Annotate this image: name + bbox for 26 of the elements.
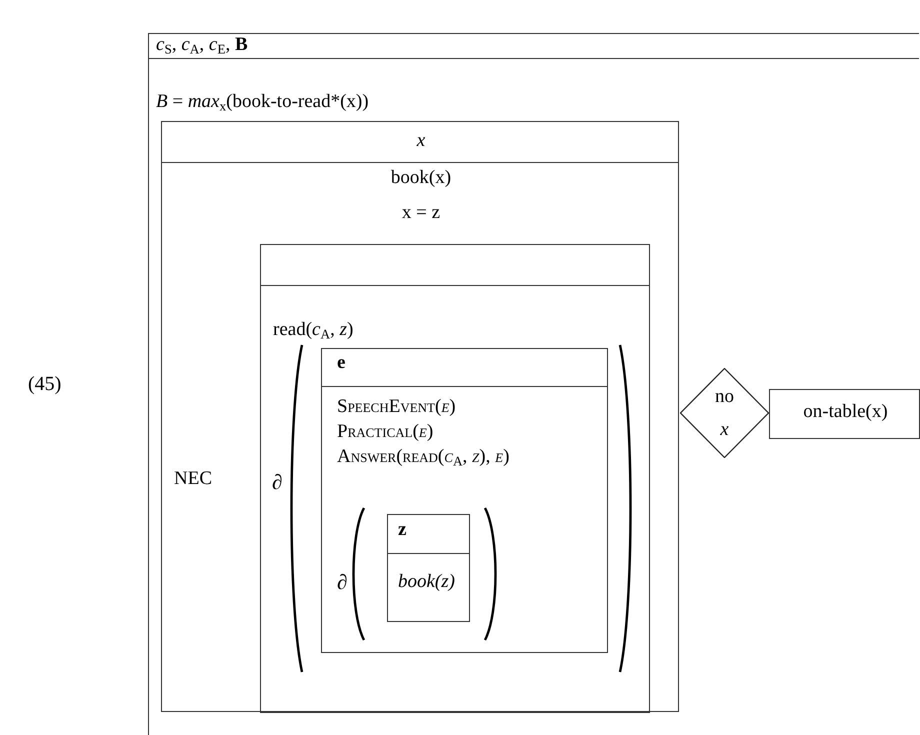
formula-text: B = max$_{x}$(book-to-read*(x)) [156, 91, 370, 114]
formula-text: x = z [400, 202, 442, 225]
drs-box [321, 348, 608, 653]
operator-text: NEC [174, 468, 212, 491]
drs-box [260, 244, 650, 713]
operator-text: ∂ [272, 470, 282, 496]
drs-box [769, 389, 920, 439]
formula-text: book(z) [398, 571, 456, 594]
diamond-node [680, 368, 769, 458]
formula-text: no [714, 386, 735, 409]
formula-text: Practical(e) [337, 421, 434, 444]
header-text: x [416, 130, 426, 153]
drs-box [161, 121, 679, 712]
header-text: read(c$_{A}$, z) [273, 319, 354, 342]
formula-text: on-table(x) [802, 401, 889, 424]
header-text: z [398, 519, 408, 542]
formula-text: x [719, 419, 730, 442]
drs-box [387, 514, 470, 622]
header-text: e [337, 352, 346, 375]
formula-text: SpeechEvent(e) [337, 396, 457, 419]
formula-text: c$_{S}$, c$_{A}$, c$_{E}$, B [156, 34, 249, 58]
drs-box [148, 33, 919, 735]
formula-text: book(x) [390, 167, 452, 190]
operator-text: ∂ [337, 570, 348, 596]
formula-text: Answer(read(c$_{A}$, z), e) [337, 446, 510, 470]
example-number: (45) [28, 372, 62, 396]
